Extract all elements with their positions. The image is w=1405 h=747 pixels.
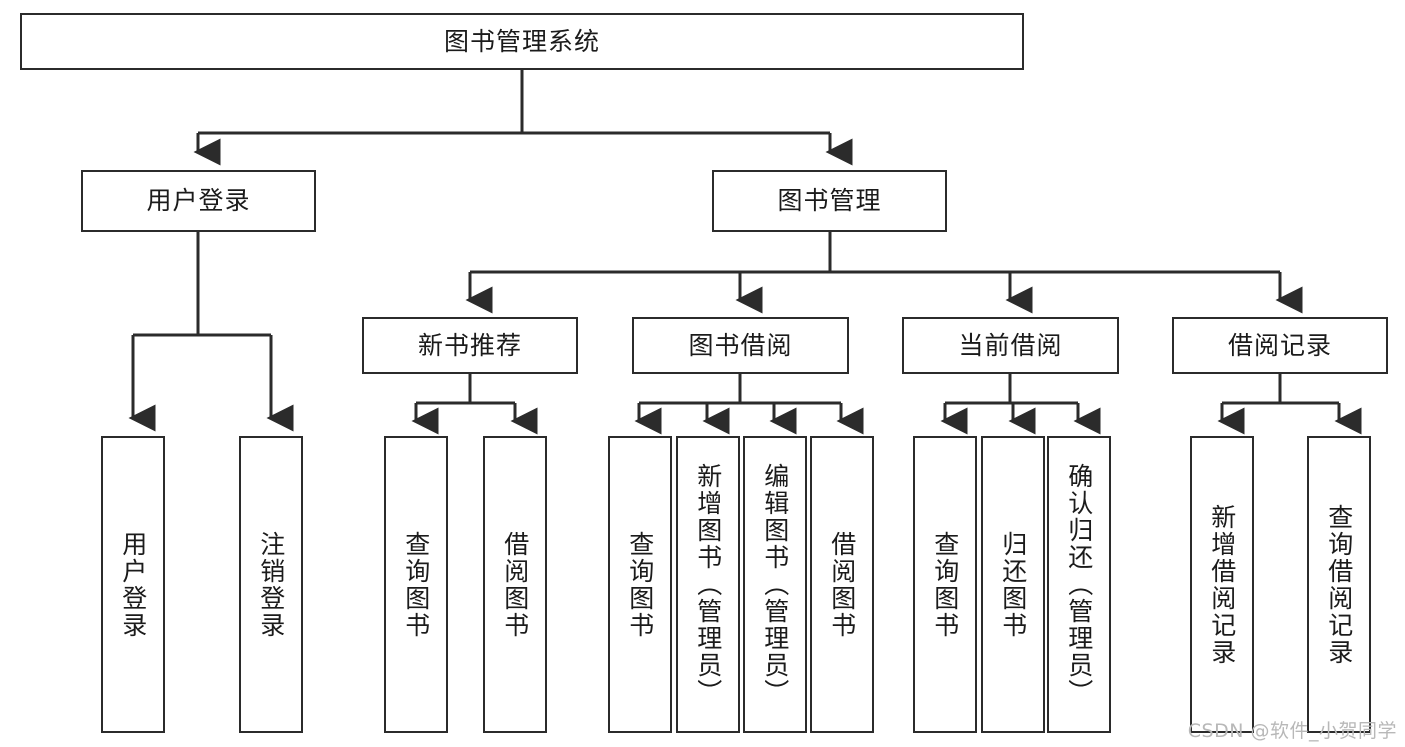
- node-leaf-query-record[interactable]: 查询借阅记录: [1307, 436, 1371, 733]
- node-leaf-add-record-label: 新增借阅记录: [1207, 503, 1237, 666]
- node-leaf-query-book-2[interactable]: 查询图书: [608, 436, 672, 733]
- node-leaf-query-book-3[interactable]: 查询图书: [913, 436, 977, 733]
- watermark-text: CSDN @软件_小贺同学: [1187, 720, 1397, 742]
- node-leaf-borrow-book-1-label: 借阅图书: [500, 530, 530, 639]
- node-leaf-add-book[interactable]: 新增图书（管理员）: [676, 436, 740, 733]
- node-leaf-edit-book-label: 编辑图书（管理员）: [760, 463, 790, 706]
- node-borrow-record[interactable]: 借阅记录: [1172, 317, 1388, 374]
- node-book-management[interactable]: 图书管理: [712, 170, 947, 232]
- node-book-borrow[interactable]: 图书借阅: [632, 317, 849, 374]
- node-leaf-logout-login-label: 注销登录: [256, 530, 286, 639]
- node-leaf-return-book[interactable]: 归还图书: [981, 436, 1045, 733]
- node-leaf-add-record[interactable]: 新增借阅记录: [1190, 436, 1254, 733]
- node-leaf-add-book-label: 新增图书（管理员）: [693, 463, 723, 706]
- node-leaf-borrow-book-1[interactable]: 借阅图书: [483, 436, 547, 733]
- node-leaf-query-record-label: 查询借阅记录: [1324, 503, 1354, 666]
- node-leaf-query-book-1-label: 查询图书: [401, 530, 431, 639]
- node-leaf-user-login-label: 用户登录: [118, 530, 148, 639]
- node-leaf-borrow-book-2[interactable]: 借阅图书: [810, 436, 874, 733]
- node-leaf-user-login[interactable]: 用户登录: [101, 436, 165, 733]
- node-leaf-confirm-return[interactable]: 确认归还（管理员）: [1047, 436, 1111, 733]
- node-root-system[interactable]: 图书管理系统: [20, 13, 1024, 70]
- node-leaf-query-book-2-label: 查询图书: [625, 530, 655, 639]
- node-new-book-recommend[interactable]: 新书推荐: [362, 317, 578, 374]
- node-current-borrow[interactable]: 当前借阅: [902, 317, 1119, 374]
- node-leaf-query-book-1[interactable]: 查询图书: [384, 436, 448, 733]
- node-leaf-query-book-3-label: 查询图书: [930, 530, 960, 639]
- node-leaf-return-book-label: 归还图书: [998, 530, 1028, 639]
- node-leaf-edit-book[interactable]: 编辑图书（管理员）: [743, 436, 807, 733]
- node-user-login[interactable]: 用户登录: [81, 170, 316, 232]
- node-leaf-logout-login[interactable]: 注销登录: [239, 436, 303, 733]
- node-leaf-confirm-return-label: 确认归还（管理员）: [1064, 463, 1094, 706]
- node-leaf-borrow-book-2-label: 借阅图书: [827, 530, 857, 639]
